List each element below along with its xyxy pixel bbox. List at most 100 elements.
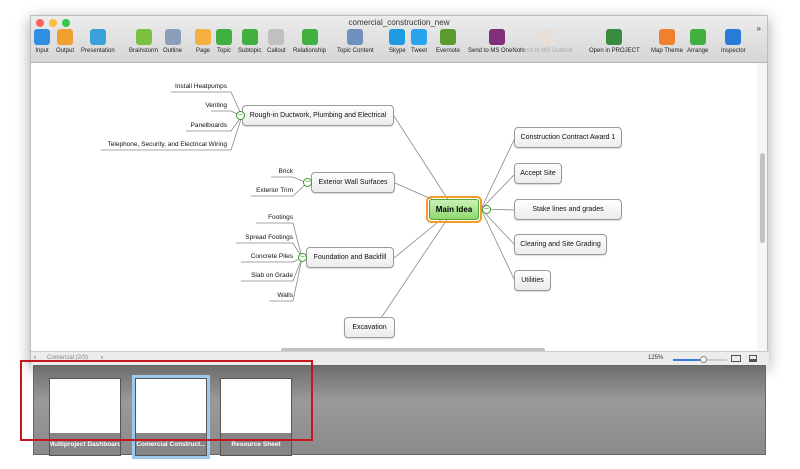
- subtopic[interactable]: Walls: [277, 292, 293, 299]
- collapse-toggle[interactable]: −: [298, 253, 307, 262]
- subtopic[interactable]: Exterior Trim: [256, 187, 293, 194]
- toolbar-label: Outline: [163, 48, 183, 54]
- map-theme-icon: [658, 29, 675, 45]
- topic-node[interactable]: Foundation and Backfill: [306, 247, 394, 268]
- subtopic[interactable]: Install Heatpumps: [174, 83, 227, 90]
- onenote-icon: [488, 29, 505, 45]
- subtopic[interactable]: Footings: [268, 214, 293, 221]
- topic-content-icon: [347, 29, 364, 45]
- subtopic[interactable]: Panelboards: [190, 122, 228, 129]
- toolbar-subtopic-button[interactable]: Subtopic: [238, 29, 261, 54]
- toolbar-brainstorm-button[interactable]: Brainstorm: [129, 29, 158, 54]
- topic-node[interactable]: Accept Site: [514, 163, 562, 184]
- toolbar-presentation-button[interactable]: Presentation: [81, 29, 115, 54]
- toolbar-topic-content-button[interactable]: Topic Content: [337, 29, 374, 54]
- zoom-slider[interactable]: [673, 356, 727, 363]
- collapse-toggle[interactable]: −: [482, 205, 491, 214]
- toolbar-input-button[interactable]: Input: [34, 29, 50, 54]
- toolbar-overflow-button[interactable]: »: [756, 24, 761, 33]
- toolbar-label: Page: [195, 48, 210, 54]
- toolbar-label: Send to MS OneNote: [468, 48, 526, 54]
- toolbar-evernote-button[interactable]: Evernote: [436, 29, 460, 54]
- minimize-button[interactable]: [49, 19, 57, 27]
- arrange-icon: [689, 29, 706, 45]
- close-button[interactable]: [36, 19, 44, 27]
- toolbar-outline-button[interactable]: Outline: [163, 29, 182, 54]
- collapse-toggle[interactable]: −: [236, 111, 245, 120]
- subtopic[interactable]: Concrete Piles: [250, 253, 293, 260]
- toolbar-label: Arrange: [687, 48, 709, 54]
- page-thumbnail-selected[interactable]: Comercial Construct...: [135, 378, 207, 456]
- mind-map-canvas[interactable]: Main Idea − Rough-in Ductwork, Plumbing …: [31, 63, 759, 351]
- page-add-icon: [195, 29, 211, 45]
- highlight-annotation-box: [20, 360, 313, 441]
- toolbar-label: Map Theme: [651, 48, 683, 54]
- collapse-toggle[interactable]: −: [303, 178, 312, 187]
- evernote-icon: [440, 29, 456, 45]
- skype-icon: [389, 29, 406, 45]
- subtopic[interactable]: Slab on Grade: [251, 272, 293, 279]
- toolbar-label: Open in PROJECT: [589, 48, 640, 54]
- toolbar-skype-button[interactable]: Skype: [389, 29, 406, 54]
- window-title: comercial_construction_new: [348, 18, 450, 27]
- topic-node[interactable]: Stake lines and grades: [514, 199, 622, 220]
- toolbar-page-button[interactable]: Page: [195, 29, 211, 54]
- info-icon: [725, 29, 742, 45]
- horizontal-scrollbar[interactable]: [281, 348, 545, 352]
- app-window: comercial_construction_new Input Output Pr…: [30, 15, 769, 366]
- topic-node[interactable]: Clearing and Site Grading: [514, 234, 607, 255]
- zoom-level[interactable]: 125%: [648, 355, 664, 361]
- toolbar: comercial_construction_new Input Output Pr…: [31, 16, 767, 63]
- presentation-icon: [89, 29, 106, 45]
- toolbar-topic-button[interactable]: Topic: [216, 29, 232, 54]
- page-browser-toggle-icon[interactable]: [749, 355, 757, 362]
- zoom-button[interactable]: [62, 19, 70, 27]
- toolbar-inspector-button[interactable]: Inspector: [721, 29, 746, 54]
- status-bar: ‹ Comercial (2/3) › 125%: [31, 351, 769, 366]
- toolbar-map-theme-button[interactable]: Map Theme: [651, 29, 683, 54]
- toolbar-label: Input: [35, 48, 49, 54]
- toolbar-callout-button[interactable]: Callout: [267, 29, 286, 54]
- subtopic[interactable]: Venting: [205, 102, 227, 109]
- toolbar-open-in-project-button[interactable]: Open in PROJECT: [589, 29, 640, 54]
- relationship-icon: [301, 29, 318, 45]
- project-icon: [606, 29, 623, 45]
- brainstorm-icon: [135, 29, 152, 45]
- topic-add-icon: [216, 29, 232, 45]
- subtopic[interactable]: Spread Footings: [245, 234, 293, 241]
- output-arrow-icon: [57, 29, 73, 45]
- toolbar-label: Tweet: [411, 48, 428, 54]
- topic-node[interactable]: Rough-in Ductwork, Plumbing and Electric…: [242, 105, 394, 126]
- prev-page-icon[interactable]: ‹: [34, 355, 36, 361]
- toolbar-arrange-button[interactable]: Arrange: [687, 29, 708, 54]
- toolbar-output-button[interactable]: Output: [56, 29, 74, 54]
- input-arrow-icon: [34, 29, 50, 45]
- outline-icon: [164, 29, 181, 45]
- topic-node[interactable]: Excavation: [344, 317, 395, 338]
- vertical-scrollbar[interactable]: [757, 63, 767, 351]
- toolbar-label: Inspector: [721, 48, 746, 54]
- toolbar-label: Relationship: [293, 48, 327, 54]
- subtopic-add-icon: [241, 29, 258, 45]
- toolbar-tweet-button[interactable]: Tweet: [411, 29, 427, 54]
- toolbar-label: Topic: [216, 48, 231, 54]
- page-thumbnail[interactable]: Resource Sheet: [220, 378, 292, 456]
- toolbar-label: Subtopic: [238, 48, 262, 54]
- callout-icon: [268, 29, 285, 45]
- next-page-icon[interactable]: ›: [101, 355, 103, 361]
- toolbar-label: Output: [56, 48, 75, 54]
- toolbar-label: Brainstorm: [129, 48, 159, 54]
- topic-node[interactable]: Exterior Wall Surfaces: [311, 172, 395, 193]
- toolbar-send-to-ms-outlook-button[interactable]: Send to MS Outlook: [519, 29, 573, 54]
- toolbar-label: Send to MS Outlook: [519, 48, 573, 54]
- subtopic[interactable]: Telephone, Security, and Electrical Wiri…: [107, 141, 227, 148]
- toolbar-send-to-ms-onenote-button[interactable]: Send to MS OneNote: [468, 29, 525, 54]
- toolbar-relationship-button[interactable]: Relationship: [293, 29, 326, 54]
- subtopic[interactable]: Brick: [278, 168, 293, 175]
- main-idea-node[interactable]: Main Idea: [426, 196, 482, 223]
- page-thumbnail[interactable]: Multiproject Dashboard: [49, 378, 121, 456]
- fit-page-icon[interactable]: [731, 355, 741, 362]
- topic-node[interactable]: Construction Contract Award 1: [514, 127, 622, 148]
- page-navigator[interactable]: Comercial (2/3): [47, 355, 89, 361]
- topic-node[interactable]: Utilities: [514, 270, 551, 291]
